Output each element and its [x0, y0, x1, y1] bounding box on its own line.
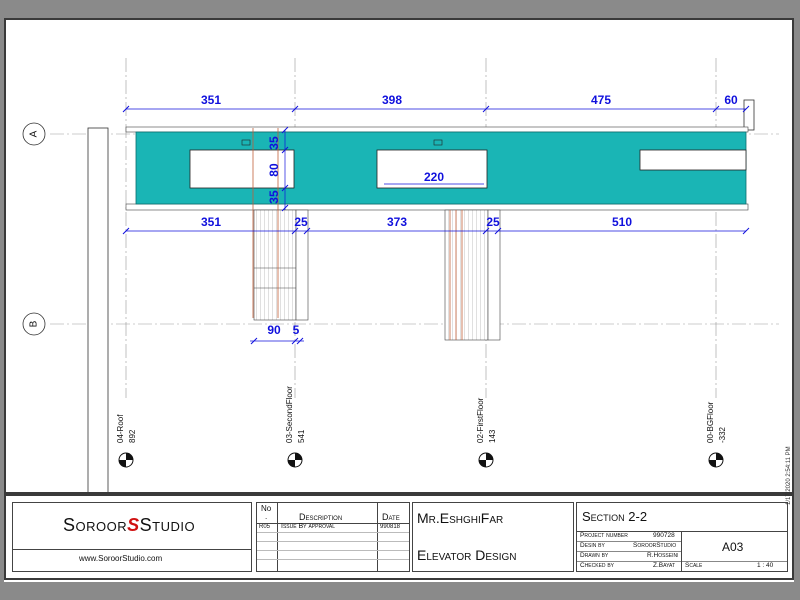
- svg-text:03-SecondFloor: 03-SecondFloor: [285, 386, 294, 443]
- project-number-value: 990728: [653, 532, 675, 539]
- dimension-stair: 90 5: [250, 323, 304, 345]
- logo-s-icon: S: [127, 515, 140, 535]
- project-number-label: Project number: [580, 532, 628, 539]
- level-label-second: 03-SecondFloor 541: [285, 386, 306, 443]
- checked-by-label: Checked by: [580, 562, 615, 569]
- sheet-name: Section 2-2: [582, 509, 648, 524]
- revision-header-no-dot: .: [265, 512, 268, 521]
- dimension-opening: 220: [384, 170, 484, 185]
- svg-text:00-BGFloor: 00-BGFloor: [706, 401, 715, 443]
- dim-bottom-25a: 25: [294, 215, 308, 229]
- grid-bubble-b: B: [22, 312, 46, 336]
- company-logo: SoroorSStudio: [63, 515, 196, 535]
- level-label-first: 02-FirstFloor 143: [476, 397, 497, 443]
- drawn-by-value: R.Hosseini: [647, 552, 679, 559]
- scale-value: 1 : 40: [757, 562, 774, 569]
- client-name: Mr.EshghiFar: [417, 510, 504, 526]
- section-drawing: A B: [22, 58, 779, 498]
- right-column: [743, 99, 755, 131]
- dim-stair-5: 5: [293, 323, 300, 337]
- svg-text:04-Roof: 04-Roof: [116, 414, 125, 443]
- revision-row-date: 990818: [380, 524, 401, 530]
- dim-top-475: 475: [591, 93, 611, 107]
- scale-label: Scale: [685, 562, 703, 569]
- svg-text:143: 143: [488, 429, 497, 443]
- company-website: www.SoroorStudio.com: [79, 554, 163, 563]
- revision-row-description: Issue By approval: [281, 523, 336, 530]
- design-by-label: Desin by: [580, 542, 605, 549]
- dim-bottom-25b: 25: [486, 215, 500, 229]
- dim-vert-80: 80: [267, 163, 281, 177]
- dim-top-351: 351: [201, 93, 221, 107]
- svg-text:B: B: [29, 320, 40, 327]
- dim-bottom-351: 351: [201, 215, 221, 229]
- timestamp: 1/17/2020 2:54:11 PM: [786, 446, 792, 505]
- dim-top-398: 398: [382, 93, 402, 107]
- revision-header-date: Date: [382, 512, 400, 522]
- company-divider: [13, 549, 251, 550]
- svg-text:-332: -332: [718, 426, 727, 443]
- opening-1: [189, 149, 295, 189]
- level-marker-icon: [118, 452, 724, 468]
- svg-text:541: 541: [297, 429, 306, 443]
- level-label-bg: 00-BGFloor -332: [706, 401, 727, 443]
- revision-header-description: Description: [299, 512, 343, 522]
- dim-stair-90: 90: [267, 323, 281, 337]
- design-by-value: SoroorStudio: [633, 542, 677, 549]
- dimension-vertical: 35 80 35: [267, 126, 289, 212]
- drawing-sheet: A B: [4, 18, 794, 582]
- revision-row-no: R05: [259, 524, 271, 530]
- svg-text:02-FirstFloor: 02-FirstFloor: [476, 397, 485, 443]
- drawn-by-label: Drawn by: [580, 552, 609, 559]
- opening-2: [376, 149, 488, 189]
- dimension-bottom: 351 25 373 25 510: [122, 215, 750, 235]
- dim-bottom-510: 510: [612, 215, 632, 229]
- dimension-top: 351 398 475 60: [122, 93, 750, 113]
- left-wall: [87, 127, 109, 498]
- dim-top-60: 60: [724, 93, 738, 107]
- titleblock-frame: [4, 494, 794, 580]
- sheet-info-box: Section 2-2 Project number 990728 Desin …: [576, 502, 788, 572]
- drawing-frame: [4, 18, 794, 494]
- opening-3: [639, 149, 747, 171]
- svg-text:A: A: [29, 130, 40, 137]
- grid-bubble-a: A: [22, 122, 46, 146]
- small-box-1: [241, 139, 251, 146]
- revision-header-no: No: [261, 504, 272, 513]
- stair-shaft-2: [444, 209, 501, 341]
- sheet-number: A03: [722, 540, 744, 554]
- dim-bottom-373: 373: [387, 215, 407, 229]
- small-box-2: [433, 139, 443, 146]
- dim-opening-220: 220: [424, 170, 444, 184]
- project-box: Mr.EshghiFar Elevator Design: [412, 502, 574, 572]
- revision-table: No . Description Date R05 Issue By appro…: [256, 502, 410, 572]
- level-label-roof: 04-Roof 892: [116, 414, 137, 443]
- project-title: Elevator Design: [417, 547, 517, 563]
- dim-vert-35b: 35: [267, 190, 281, 204]
- company-box: SoroorSStudio www.SoroorStudio.com: [12, 502, 252, 572]
- svg-text:892: 892: [128, 429, 137, 443]
- stair-shaft-1: [252, 128, 309, 321]
- checked-by-value: Z.Bayat: [653, 562, 676, 569]
- dim-vert-35a: 35: [267, 136, 281, 150]
